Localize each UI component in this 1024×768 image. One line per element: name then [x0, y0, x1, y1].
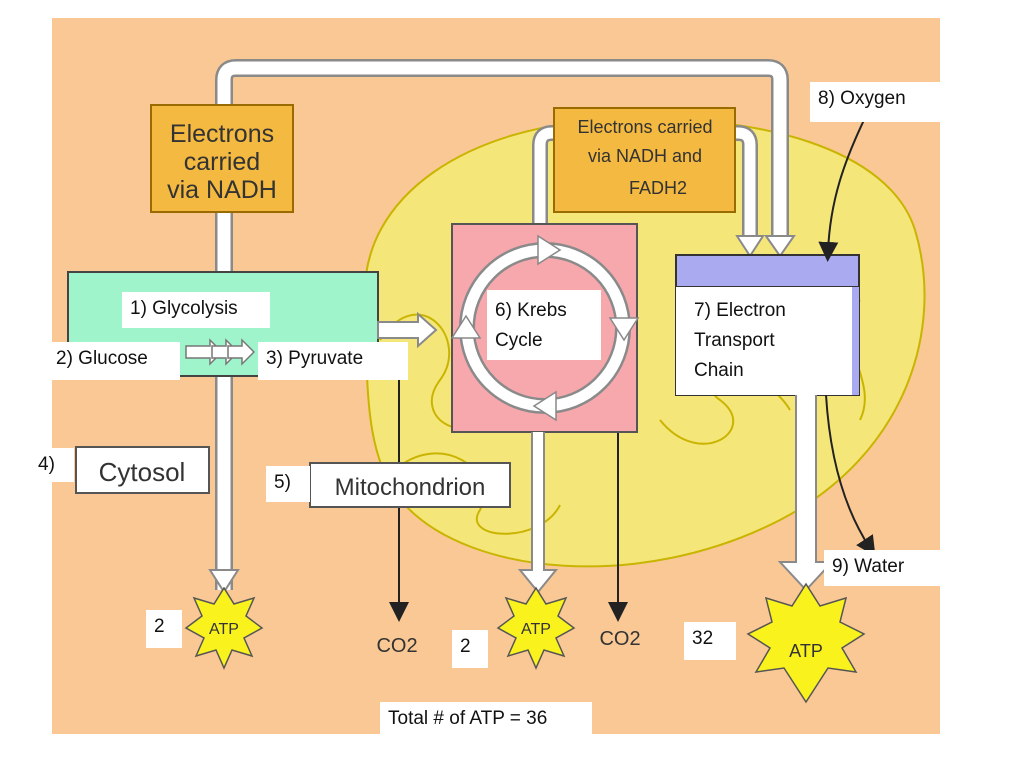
cytosol-text: Cytosol [99, 457, 186, 487]
oxygen-label: 8) Oxygen [810, 82, 940, 122]
water-arrow [825, 394, 876, 557]
co2-label-2: CO2 [599, 628, 640, 650]
electrons-fadh-line2: via NADH and [588, 146, 702, 166]
mitochondrion-text: Mitochondrion [335, 474, 486, 501]
mitochondrion-label-box: Mitochondrion [309, 462, 511, 508]
atp-count-glycolysis: 2 [146, 610, 182, 648]
electrons-nadh-line2: carried [184, 148, 260, 176]
electrons-nadh-fadh2-box: Electrons carried via NADH and FADH2 [553, 107, 736, 213]
atp-text-3: ATP [789, 641, 823, 661]
electrons-nadh-line3: via NADH [167, 176, 277, 204]
mitochondrion-number: 5) [266, 466, 310, 502]
co2-label-1: CO2 [376, 635, 417, 657]
atp-star-etc: ATP [746, 582, 866, 704]
electrons-nadh-line1: Electrons [170, 120, 274, 148]
oxygen-arrow [818, 119, 865, 262]
atp-star-glycolysis: ATP [184, 586, 264, 670]
electrons-nadh-box: Electrons carried via NADH [150, 104, 294, 213]
electrons-fadh-line3: FADH2 [629, 178, 687, 198]
pyruvate-to-krebs-arrow [377, 311, 438, 349]
krebs-cycle-circle [450, 234, 640, 422]
atp-text-2: ATP [521, 621, 551, 638]
glycolysis-label: 1) Glycolysis [122, 292, 270, 328]
pyruvate-label: 3) Pyruvate [258, 342, 408, 380]
cytosol-number: 4) [30, 448, 74, 482]
krebs-cycle-label: 6) Krebs Cycle [487, 290, 601, 360]
cytosol-box: Cytosol [75, 446, 210, 494]
atp-text-1: ATP [209, 621, 239, 638]
electrons-fadh-line1: Electrons carried [577, 117, 712, 137]
water-label: 9) Water [824, 550, 940, 586]
glucose-arrows [185, 338, 256, 366]
glucose-label: 2) Glucose [48, 342, 180, 380]
total-atp-label: Total # of ATP = 36 [380, 702, 592, 742]
electron-transport-chain-label: 7) Electron Transport Chain [686, 290, 834, 385]
atp-star-krebs: ATP [496, 586, 576, 670]
atp-count-etc: 32 [684, 622, 736, 660]
atp-count-krebs: 2 [452, 630, 488, 668]
